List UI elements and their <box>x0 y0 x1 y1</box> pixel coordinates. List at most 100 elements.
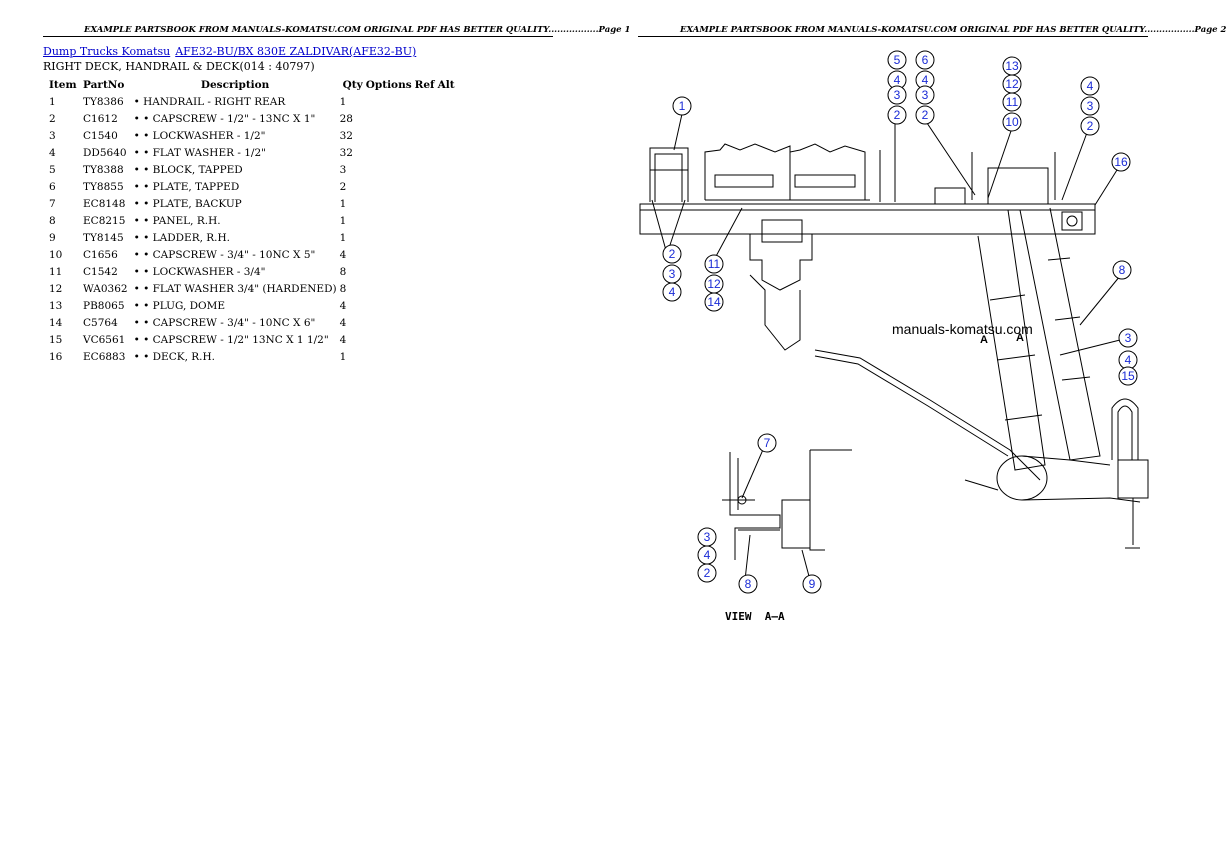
callout-3[interactable]: 3 <box>887 85 907 105</box>
callout-label: 13 <box>1005 59 1019 73</box>
view-label: VIEW A—A <box>725 610 785 623</box>
callout-9[interactable]: 9 <box>802 574 822 594</box>
callout-4[interactable]: 4 <box>1118 350 1138 370</box>
callout-3[interactable]: 3 <box>662 264 682 284</box>
callout-7[interactable]: 7 <box>757 433 777 453</box>
callout-16[interactable]: 16 <box>1111 152 1131 172</box>
callout-2[interactable]: 2 <box>1080 116 1100 136</box>
callout-8[interactable]: 8 <box>738 574 758 594</box>
breadcrumb-link-dump-trucks[interactable]: Dump Trucks Komatsu <box>43 45 171 58</box>
cell-qty: 32 <box>339 146 353 159</box>
cell-alt <box>438 195 458 212</box>
callout-15[interactable]: 15 <box>1118 366 1138 386</box>
callout-2[interactable]: 2 <box>887 105 907 125</box>
cell-alt <box>438 246 458 263</box>
cell-alt <box>438 212 458 229</box>
section-label-right: A <box>1016 332 1024 344</box>
callout-3[interactable]: 3 <box>1118 328 1138 348</box>
col-header-ref: Ref <box>414 79 435 91</box>
col-header-description: Description <box>200 79 270 91</box>
cell-alt <box>438 297 458 314</box>
callout-circle <box>887 50 907 70</box>
callout-5[interactable]: 5 <box>887 50 907 70</box>
callout-4[interactable]: 4 <box>1080 76 1100 96</box>
callout-2[interactable]: 2 <box>662 244 682 264</box>
callout-circle <box>887 85 907 105</box>
cell-item: 12 <box>49 282 63 295</box>
callout-3[interactable]: 3 <box>915 85 935 105</box>
callout-11[interactable]: 11 <box>704 254 724 274</box>
callout-2[interactable]: 2 <box>697 563 717 583</box>
col-header-partno: PartNo <box>83 79 125 91</box>
cell-options <box>366 161 415 178</box>
watermark-text: manuals-komatsu.com <box>892 321 1033 337</box>
callout-13[interactable]: 13 <box>1002 56 1022 76</box>
callout-circle <box>915 85 935 105</box>
callout-6[interactable]: 6 <box>915 50 935 70</box>
callout-3[interactable]: 3 <box>1080 96 1100 116</box>
cell-alt <box>438 178 458 195</box>
callout-3[interactable]: 3 <box>697 527 717 547</box>
cell-qty: 1 <box>339 95 347 108</box>
cell-alt <box>438 127 458 144</box>
cell-qty: 3 <box>339 163 347 176</box>
callout-circle <box>704 292 724 312</box>
cell-item: 8 <box>49 214 56 227</box>
cell-ref <box>415 229 438 246</box>
cell-qty: 2 <box>339 180 347 193</box>
cell-alt <box>438 263 458 280</box>
cell-qty: 8 <box>339 265 347 278</box>
callout-12[interactable]: 12 <box>704 274 724 294</box>
cell-partno: VC6561 <box>83 333 126 346</box>
callout-circle <box>662 244 682 264</box>
callout-4[interactable]: 4 <box>662 282 682 302</box>
cell-ref <box>415 144 438 161</box>
callout-circle <box>704 254 724 274</box>
callout-circle <box>738 574 758 594</box>
cell-alt <box>438 280 458 297</box>
cell-partno: C5764 <box>83 316 118 329</box>
callout-circle <box>697 563 717 583</box>
callout-circle <box>1112 260 1132 280</box>
callout-2[interactable]: 2 <box>915 105 935 125</box>
cell-ref <box>415 161 438 178</box>
callout-10[interactable]: 10 <box>1002 112 1022 132</box>
callout-label: 8 <box>1119 263 1126 277</box>
callout-label: 2 <box>1087 119 1094 133</box>
cell-partno: TY8388 <box>83 163 124 176</box>
cell-options <box>366 127 415 144</box>
cell-ref <box>415 280 438 297</box>
cell-options <box>366 212 415 229</box>
cell-description: • • BLOCK, TAPPED <box>133 163 243 176</box>
page2-header-rule <box>638 36 1148 37</box>
callout-label: 3 <box>1087 99 1094 113</box>
cell-alt <box>438 144 458 161</box>
callout-12[interactable]: 12 <box>1002 74 1022 94</box>
callout-1[interactable]: 1 <box>672 96 692 116</box>
cell-description: • • LOCKWASHER - 1/2" <box>133 129 266 142</box>
cell-description: • • PANEL, R.H. <box>133 214 221 227</box>
cell-description: • • PLATE, TAPPED <box>133 180 240 193</box>
cell-qty: 4 <box>339 333 347 346</box>
callout-label: 3 <box>1125 331 1132 345</box>
callout-14[interactable]: 14 <box>704 292 724 312</box>
page2-header: EXAMPLE PARTSBOOK FROM MANUALS-KOMATSU.C… <box>680 25 1226 35</box>
cell-alt <box>438 110 458 127</box>
cell-alt <box>438 348 458 365</box>
callout-8[interactable]: 8 <box>1112 260 1132 280</box>
callout-4[interactable]: 4 <box>697 545 717 565</box>
col-header-options: Options <box>365 79 412 91</box>
cell-options <box>366 246 415 263</box>
callout-label: 4 <box>894 73 901 87</box>
callout-circle <box>1080 76 1100 96</box>
table-header-row: Item PartNo Description Qty Options Ref … <box>43 77 458 93</box>
callout-11[interactable]: 11 <box>1002 92 1022 112</box>
breadcrumb-link-model[interactable]: AFE32-BU/BX 830E ZALDIVAR(AFE32-BU) <box>175 45 417 58</box>
cell-description: • • FLAT WASHER 3/4" (HARDENED) <box>133 282 337 295</box>
